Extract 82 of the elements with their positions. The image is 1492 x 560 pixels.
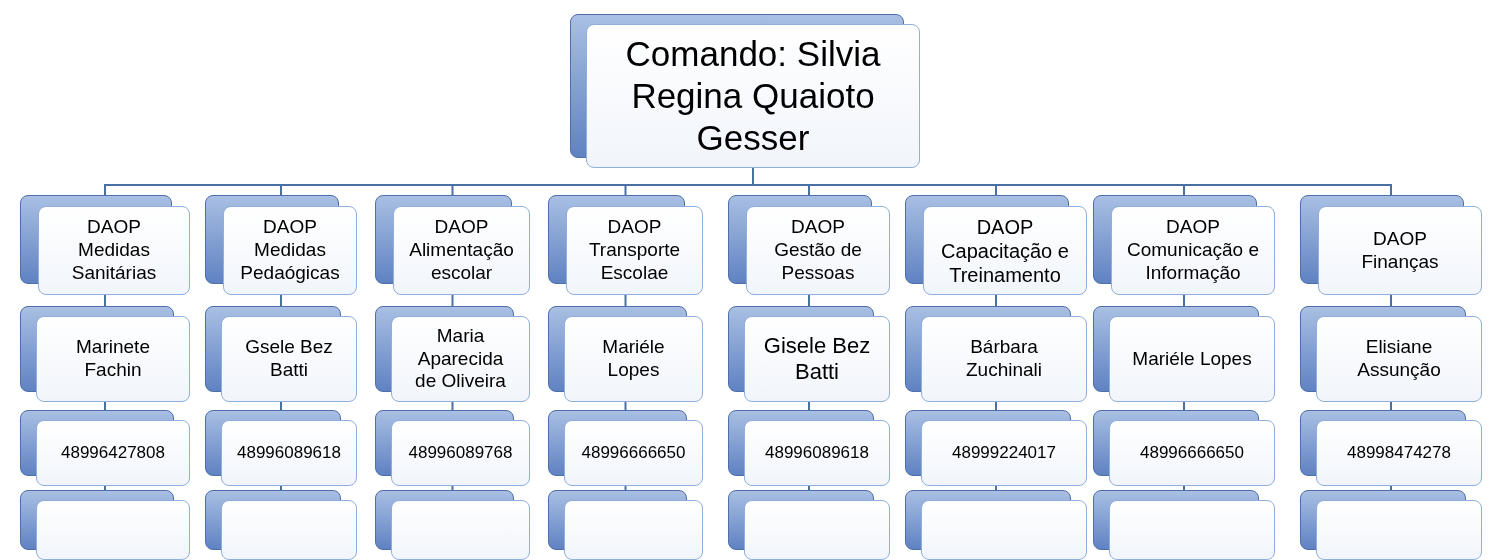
box-text: 48996089618 <box>237 442 341 464</box>
org-box <box>375 306 530 402</box>
connector-line <box>808 485 810 491</box>
org-box <box>20 195 190 295</box>
connector-line <box>280 485 282 491</box>
connector-line <box>1183 401 1185 411</box>
connector-line <box>995 485 997 491</box>
org-box <box>205 306 357 402</box>
org-box <box>728 306 890 402</box>
org-box <box>905 410 1087 486</box>
org-box <box>1093 410 1275 486</box>
box-text: Maria Aparecida de Oliveira <box>414 324 507 394</box>
box-placeholder <box>548 490 703 560</box>
connector-line <box>1183 485 1185 491</box>
box-text: Gsele Bez Batti <box>244 336 334 382</box>
box-text: Marinete Fachin <box>75 336 151 382</box>
org-box <box>548 195 703 295</box>
org-box <box>375 410 530 486</box>
org-box <box>905 306 1087 402</box>
connector-line <box>995 401 997 411</box>
connector-line <box>280 401 282 411</box>
connector-line <box>624 294 627 307</box>
connector-line <box>280 294 282 307</box>
org-box <box>1093 306 1275 402</box>
box-text: 48996089768 <box>408 442 513 464</box>
command-box <box>570 14 920 168</box>
connector-line <box>104 485 106 491</box>
box-text: Mariéle Lopes <box>601 336 666 382</box>
box-text: 48998474278 <box>1347 442 1451 464</box>
org-box <box>1300 410 1482 486</box>
command-title: Comando: Silvia Regina Quaioto Gesser <box>624 33 882 159</box>
connector-line <box>1183 294 1185 307</box>
connector-line <box>104 401 106 411</box>
org-box <box>205 410 357 486</box>
box-text: Mariéle Lopes <box>1132 347 1252 371</box>
org-box <box>20 306 190 402</box>
box-placeholder <box>728 490 890 560</box>
org-box <box>1300 195 1482 295</box>
connector-line <box>808 401 810 411</box>
org-box <box>728 410 890 486</box>
box-text: DAOP Finanças <box>1360 227 1440 274</box>
connector-line <box>451 485 454 491</box>
box-placeholder <box>205 490 357 560</box>
box-text: 48996089618 <box>765 442 869 464</box>
box-text: 48996666650 <box>1140 442 1244 464</box>
connector-line <box>451 294 454 307</box>
box-placeholder <box>1093 490 1275 560</box>
org-box <box>905 195 1087 295</box>
box-text: Bárbara Zuchinali <box>964 336 1043 382</box>
box-text: Elisiane Assunção <box>1356 336 1442 382</box>
box-text: Gisele Bez Batti <box>762 332 872 386</box>
connector-line <box>1390 485 1392 491</box>
connector-line <box>624 401 627 411</box>
org-box <box>205 195 357 295</box>
org-box <box>1300 306 1482 402</box>
org-box <box>20 410 190 486</box>
org-box <box>1093 195 1275 295</box>
box-text: DAOP Capacitação e Treinamento <box>940 214 1070 287</box>
connector-line <box>624 485 627 491</box>
box-text: DAOP Medidas Pedaógicas <box>239 216 341 285</box>
connector-line <box>104 294 106 307</box>
box-placeholder <box>20 490 190 560</box>
org-box <box>728 195 890 295</box>
box-text: DAOP Alimentação escolar <box>408 216 515 285</box>
connector-line <box>451 401 454 411</box>
box-placeholder <box>1300 490 1482 560</box>
org-box <box>375 195 530 295</box>
org-box <box>548 306 703 402</box>
connector-line <box>995 294 997 307</box>
box-text: DAOP Gestão de Pessoas <box>773 216 863 285</box>
box-text: 48996666650 <box>581 442 686 464</box>
box-text: 48996427808 <box>61 442 165 464</box>
connector-line <box>1390 294 1392 307</box>
box-text: DAOP Comunicação e Informação <box>1126 216 1260 285</box>
box-placeholder <box>375 490 530 560</box>
box-text: DAOP Medidas Sanitárias <box>70 216 158 285</box>
box-text: 48999224017 <box>952 442 1056 464</box>
box-text: DAOP Transporte Escolae <box>587 216 682 285</box>
connector-line <box>1390 401 1392 411</box>
box-placeholder <box>905 490 1087 560</box>
org-box <box>548 410 703 486</box>
connector-line <box>808 294 810 307</box>
